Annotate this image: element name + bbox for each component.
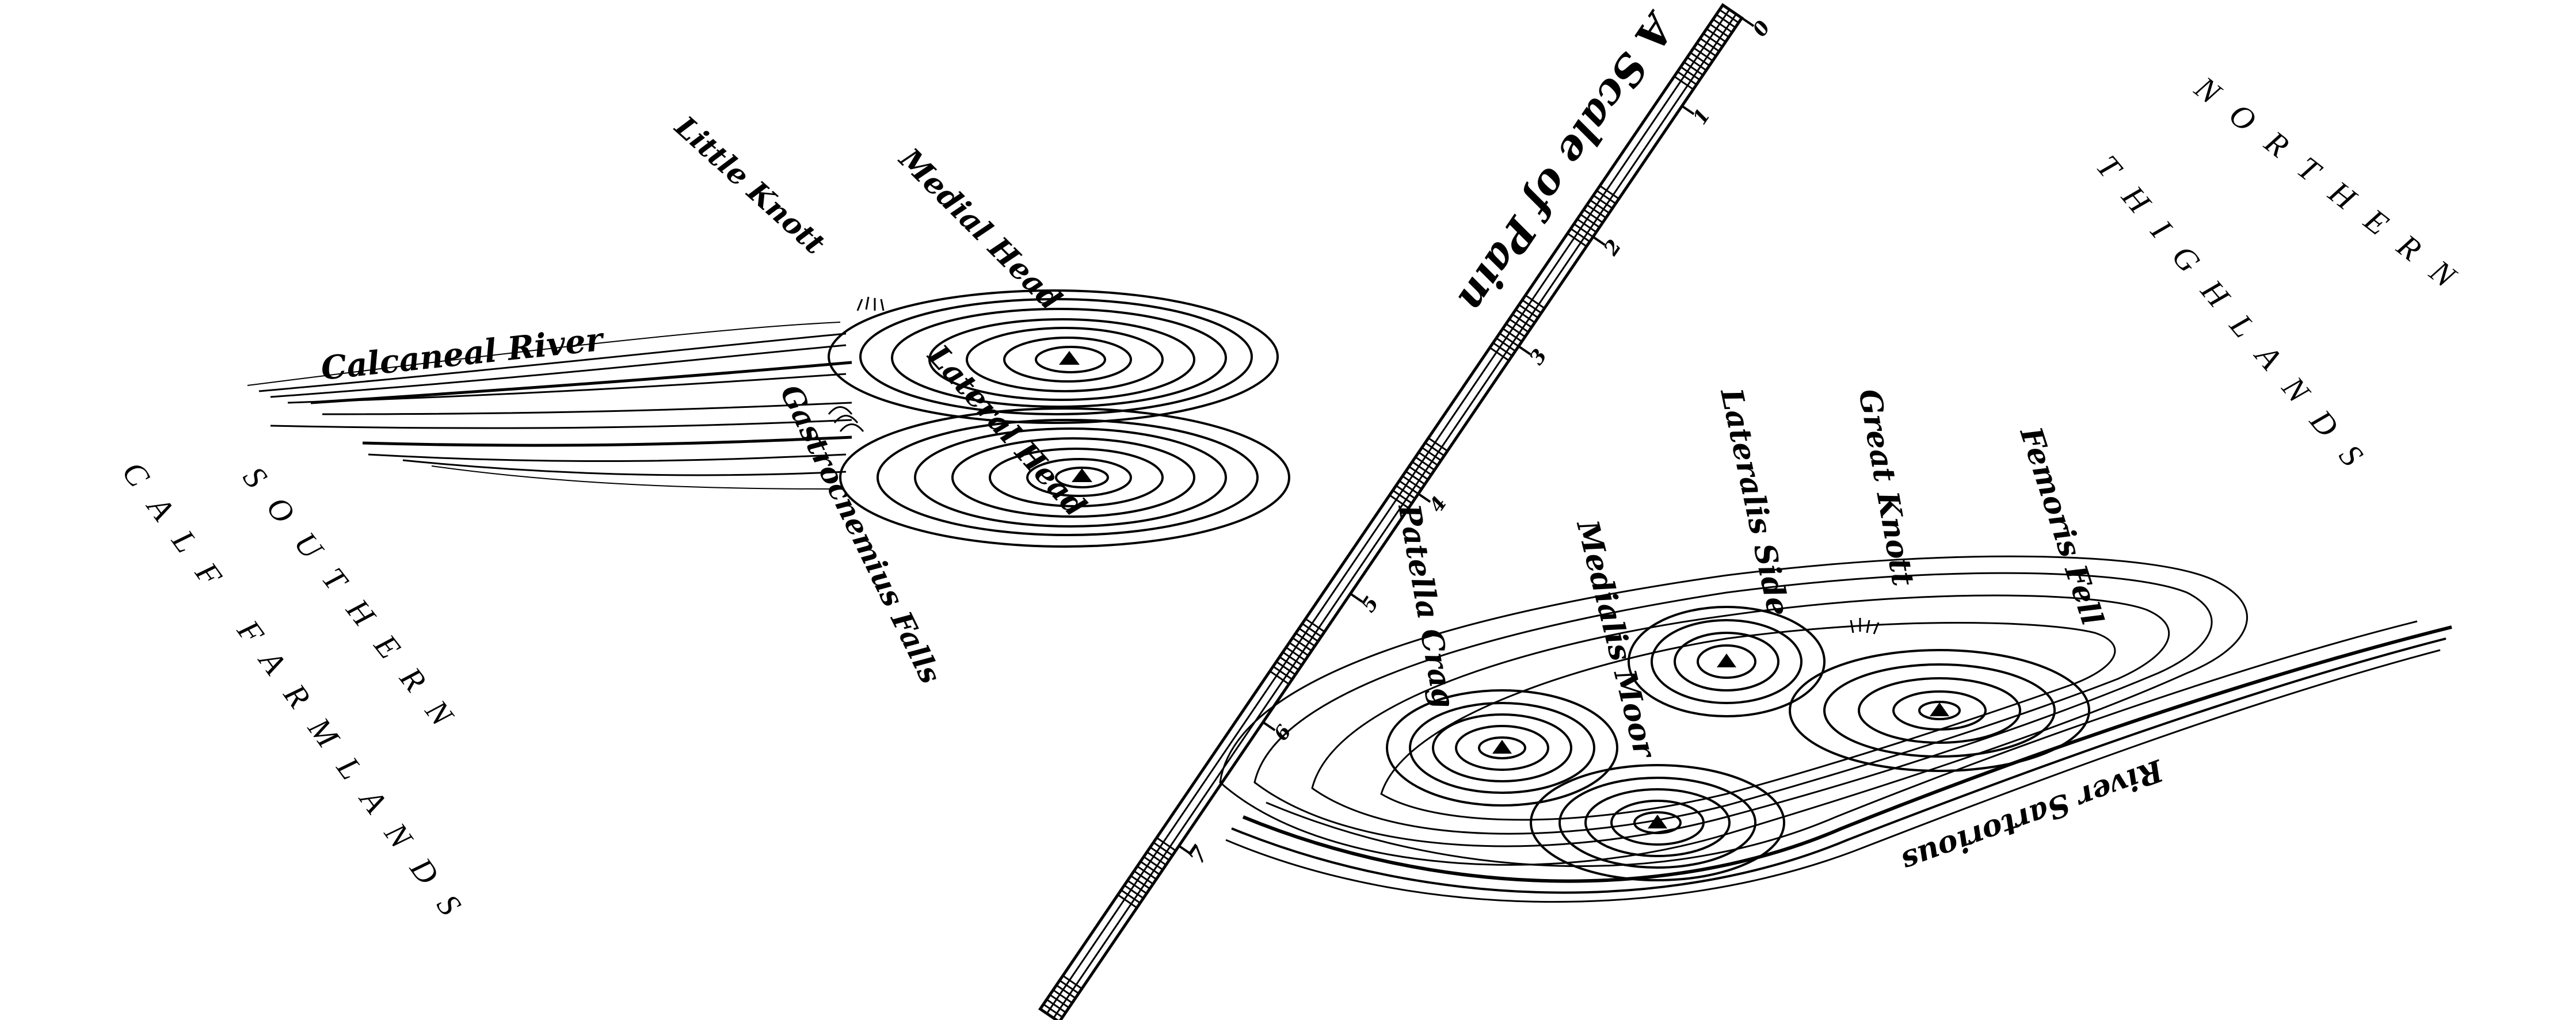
scale-hatch-7 xyxy=(1043,975,1083,1018)
label-calcaneal-river: Calcaneal River xyxy=(319,320,607,388)
peak-lateral-head-icon xyxy=(1072,468,1092,482)
scale-hatch-2 xyxy=(1567,185,1619,247)
scale-ticks xyxy=(1178,17,1755,855)
label-patella-crag: Patella Crag xyxy=(1391,501,1462,711)
scale-tick-label: 1 xyxy=(1689,105,1715,129)
peak-femoris-fell-icon xyxy=(1930,702,1949,716)
scale-hatch-5 xyxy=(1269,618,1325,685)
scale-hatch-1 xyxy=(1674,4,1743,90)
label-gastrocnemius-falls: Gastrocnemius Falls xyxy=(773,379,948,689)
region-southern-calf-farmlands-line1: SOUTHERN xyxy=(236,460,473,750)
little-knott-marks xyxy=(856,296,885,311)
contours-medialis-moor xyxy=(1530,764,1785,881)
peak-medial-head-icon xyxy=(1059,351,1080,365)
scale-tick-label: 0 xyxy=(1748,17,1775,41)
contours-lateralis-side xyxy=(1628,606,1826,717)
peak-patella-crag-icon xyxy=(1492,740,1512,754)
peak-lateralis-side-icon xyxy=(1717,654,1736,667)
scale-hatch-3 xyxy=(1489,295,1545,361)
region-northern-thighlands-line1: NORTHERN xyxy=(2188,70,2479,308)
thigh-range-outline xyxy=(1219,555,2248,866)
scale-hatch-6 xyxy=(1117,836,1176,909)
scale-tick-label: 3 xyxy=(1525,345,1552,369)
label-lateralis-side: Lateralis Side xyxy=(1713,384,1796,619)
label-great-knott: Great Knott xyxy=(1851,387,1920,589)
scale-tick-label: 5 xyxy=(1357,593,1384,617)
label-medial-head: Medial Head xyxy=(891,141,1068,318)
scale-tick-label: 4 xyxy=(1425,492,1451,517)
great-knott-marks xyxy=(1850,618,1880,635)
peak-medialis-moor-icon xyxy=(1648,815,1667,828)
scale-tick-label: 6 xyxy=(1270,721,1296,745)
river-sartorious-lines xyxy=(1225,620,2452,903)
contours-femoris-fell xyxy=(1789,649,2090,772)
scale-tick-label: 2 xyxy=(1599,235,1626,260)
scale-tick-label: 7 xyxy=(1183,841,1214,869)
gastrocnemius-falls-marks xyxy=(828,406,864,432)
calf-contour-group xyxy=(247,289,1290,548)
label-little-knott: Little Knott xyxy=(668,109,832,261)
calcaneal-streams xyxy=(247,322,852,490)
thigh-contour-group xyxy=(1219,555,2452,903)
contours-medial-head xyxy=(828,289,1279,424)
scale-hatch-4 xyxy=(1389,437,1448,509)
contours-patella-crag xyxy=(1386,689,1618,807)
contours-lateral-head xyxy=(839,407,1290,548)
label-femoris-fell: Femoris Fell xyxy=(2013,422,2110,629)
